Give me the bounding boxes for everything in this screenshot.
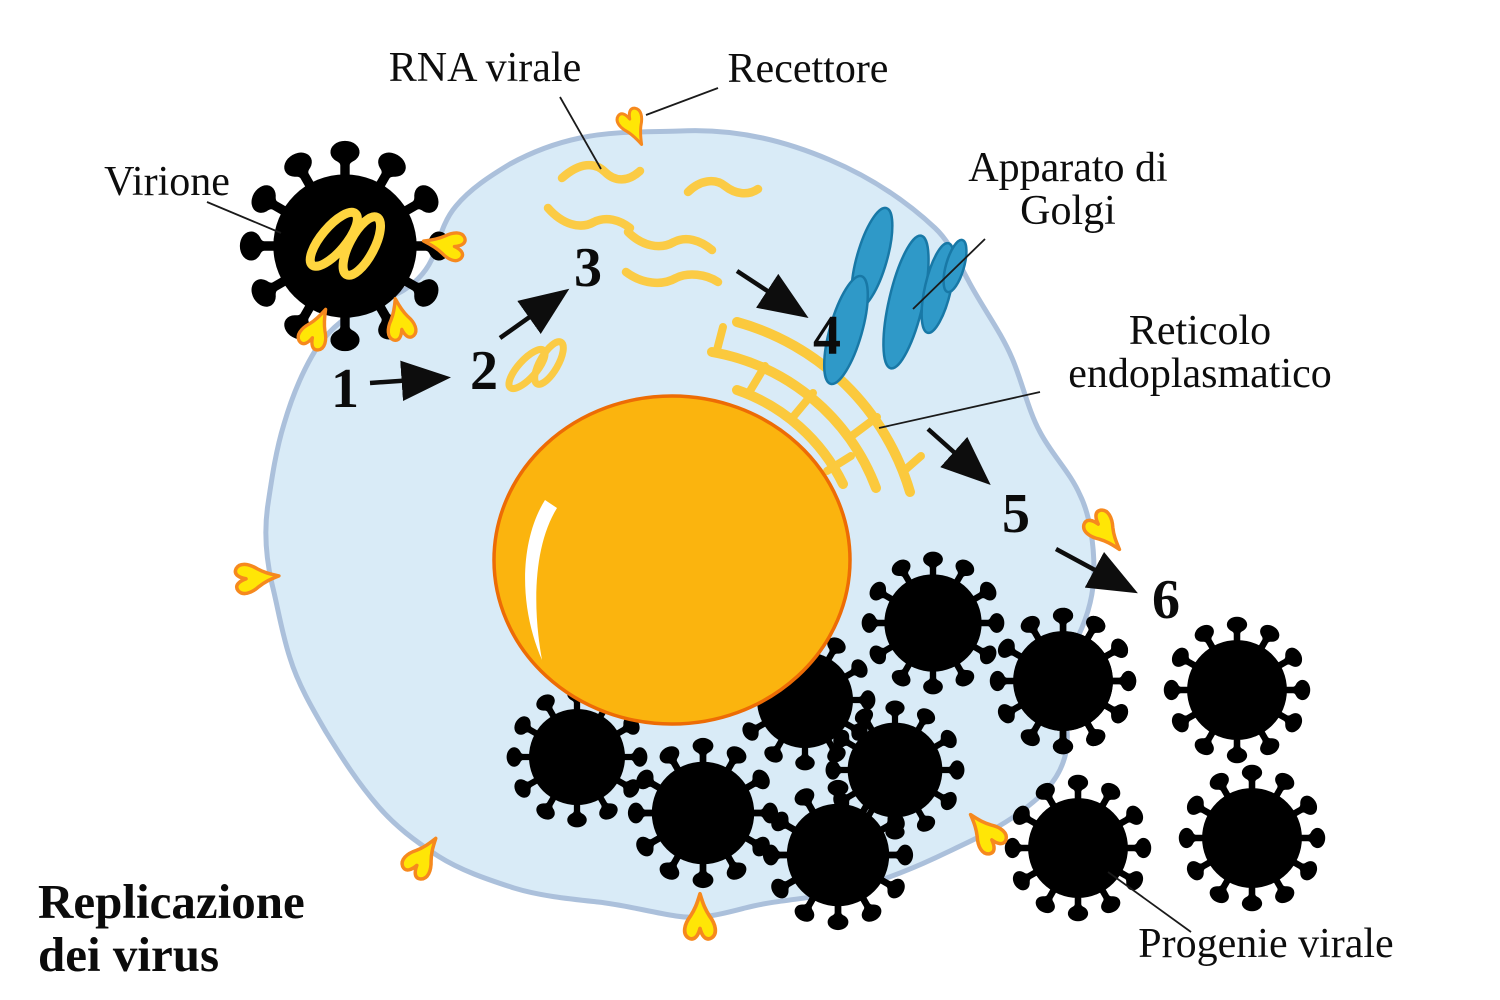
progeny-virus [1163, 616, 1311, 764]
rna-folded-coil [505, 338, 567, 393]
arrow-step3-4 [735, 269, 809, 318]
virion-rna [305, 207, 386, 280]
step-number-5: 5 [1002, 483, 1030, 545]
label-reticolo-endoplasmatico: Reticolo endoplasmatico [1068, 310, 1332, 396]
title-line1: Replicazione [38, 874, 305, 929]
arrow-step4-5 [926, 427, 991, 485]
arrow-step2-3 [498, 288, 570, 340]
label-apparato-line2: Golgi [1020, 188, 1116, 234]
leader-recettore [645, 87, 719, 116]
leader-golgi [912, 238, 986, 310]
label-reticolo-line2: endoplasmatico [1068, 351, 1332, 397]
arrow-step5-6 [1054, 547, 1138, 594]
golgi-cisterna [822, 274, 870, 386]
label-progenie-virale: Progenie virale [1138, 921, 1394, 967]
endoplasmic-reticulum [707, 317, 925, 497]
nucleus [492, 394, 852, 726]
step-number-4: 4 [813, 305, 841, 367]
label-reticolo-line1: Reticolo [1128, 308, 1272, 355]
viral-rna-strands [505, 161, 763, 393]
progeny-virus [1178, 764, 1326, 912]
diagram-title: Replicazione dei virus [38, 874, 305, 982]
label-apparato-line1: Apparato di [968, 145, 1168, 192]
leader-reticolo [878, 391, 1041, 429]
nucleus-highlight [525, 500, 557, 660]
arrow-step1-2 [369, 360, 451, 402]
leader-virione [206, 201, 282, 234]
rna-strand [623, 227, 717, 255]
step-number-2: 2 [470, 340, 498, 402]
rna-strand [683, 176, 763, 198]
rna-strand [621, 267, 723, 288]
rna-strand [557, 161, 645, 184]
step-number-6: 6 [1152, 569, 1180, 631]
title-line2: dei virus [38, 926, 220, 982]
step-number-3: 3 [574, 237, 602, 299]
step-number-1: 1 [331, 358, 359, 420]
golgi-apparatus [822, 206, 968, 386]
leader-progenie [1107, 871, 1192, 933]
label-apparato-di-golgi: Apparato di Golgi [968, 147, 1167, 233]
virion [239, 140, 451, 352]
label-virione: Virione [104, 159, 230, 205]
golgi-cisterna [942, 238, 968, 294]
leader-rna-virale [559, 96, 602, 170]
label-rna-virale: RNA virale [388, 45, 582, 91]
rna-strand [543, 203, 635, 233]
label-recettore: Recettore [727, 46, 889, 92]
